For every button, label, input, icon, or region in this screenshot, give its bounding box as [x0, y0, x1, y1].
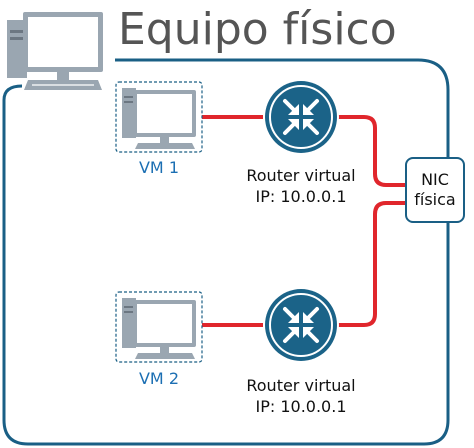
- vm2-label: VM 2: [138, 369, 179, 388]
- router2-label: Router virtual IP: 10.0.0.1: [226, 375, 376, 417]
- router1-name: Router virtual: [246, 166, 356, 185]
- router1-icon: [263, 79, 339, 155]
- link-router2-nic: [338, 201, 407, 327]
- physical-host-frame: [2, 58, 450, 446]
- vm1-label: VM 1: [138, 158, 179, 177]
- physical-nic: NIC física: [405, 157, 465, 223]
- vm1-computer-icon: [115, 81, 203, 153]
- router2-ip: IP: 10.0.0.1: [255, 397, 347, 416]
- link-router1-nic: [338, 115, 407, 187]
- router2-icon: [263, 287, 339, 363]
- nic-label-line2: física: [414, 190, 456, 209]
- router1-label: Router virtual IP: 10.0.0.1: [226, 165, 376, 207]
- nic-label-line1: NIC: [421, 170, 449, 189]
- physical-computer-icon: [7, 12, 103, 90]
- vm2-computer-icon: [115, 291, 203, 363]
- diagram-title: Equipo físico: [118, 4, 397, 55]
- router2-name: Router virtual: [246, 376, 356, 395]
- router1-ip: IP: 10.0.0.1: [255, 187, 347, 206]
